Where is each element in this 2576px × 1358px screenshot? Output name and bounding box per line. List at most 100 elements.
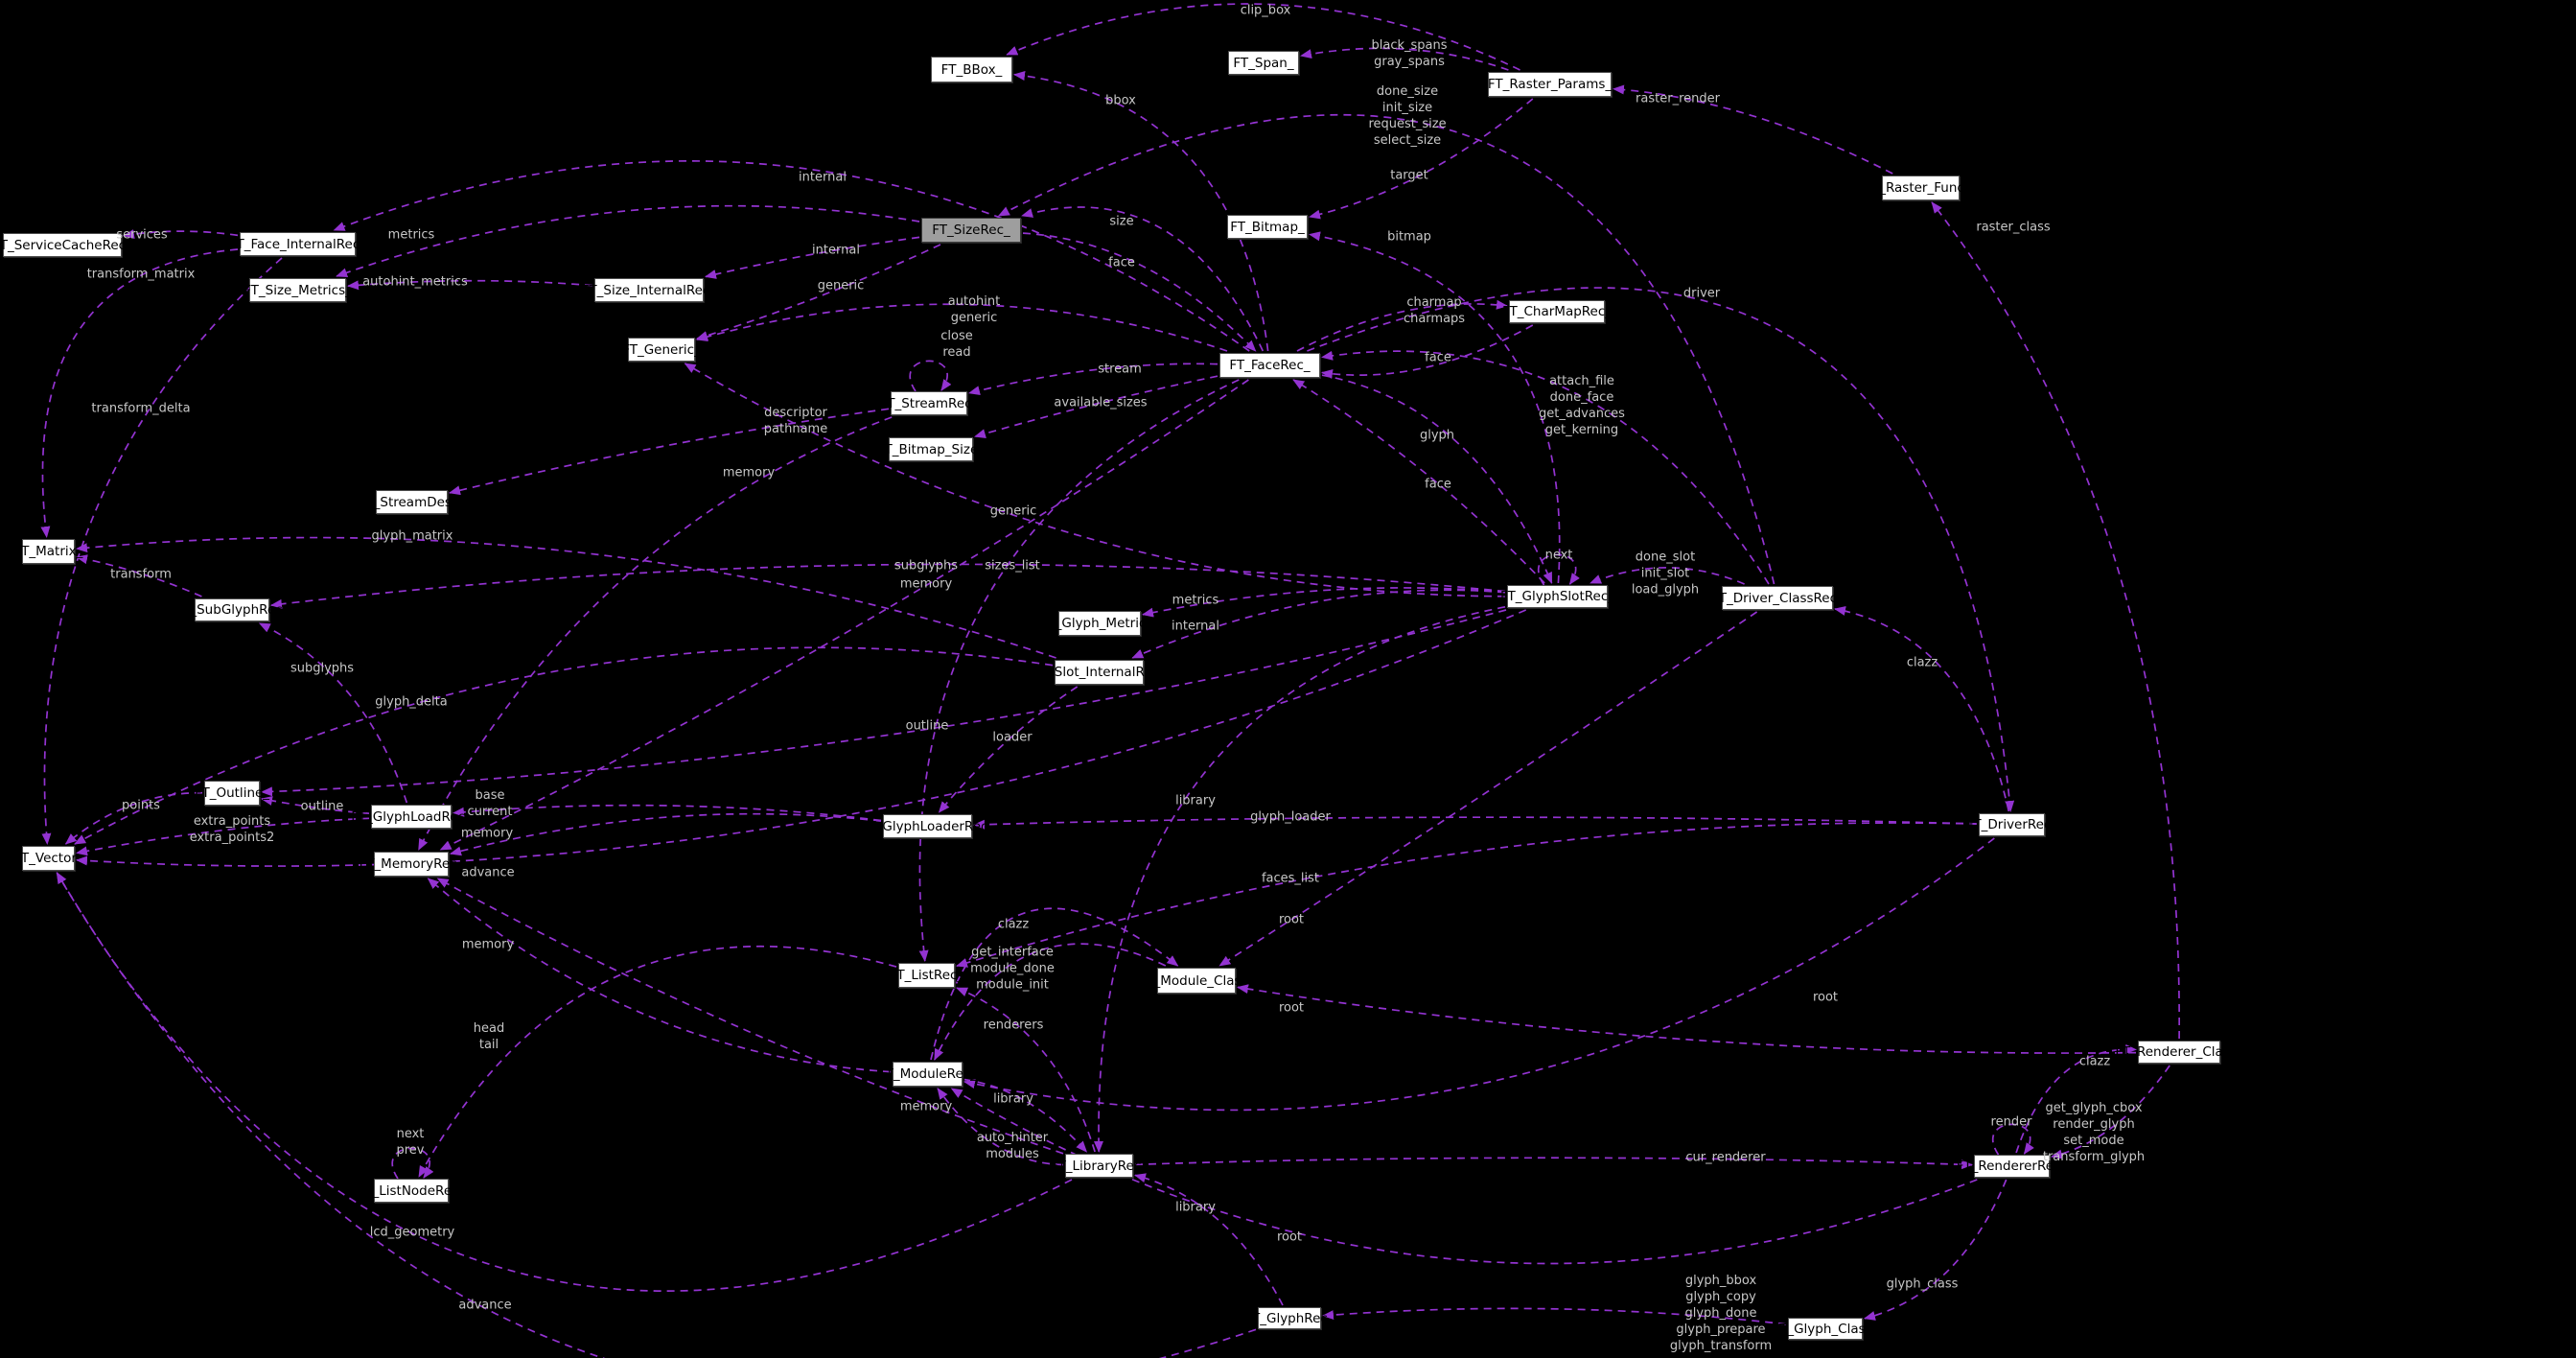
- edge-FT_GlyphSlotRec_--FT_LibraryRec_: [1093, 605, 1506, 1153]
- edge-FT_GlyphSlotRec_--FT_Bitmap_: [1309, 231, 1561, 584]
- edge-FT_Driver_ClassRec_--FT_FaceRec_: [1321, 350, 1770, 585]
- node-FT_SizeRec_[interactable]: FT_SizeRec_: [921, 218, 1021, 243]
- node-FT_Size_Metrics_[interactable]: FT_Size_Metrics_: [244, 278, 352, 302]
- node-FT_ListRec_[interactable]: FT_ListRec_: [890, 963, 963, 988]
- edge-FT_Module_Class_--FT_ModuleRec_: [934, 943, 1167, 1061]
- node-FT_CharMapRec_[interactable]: FT_CharMapRec_: [1502, 300, 1612, 323]
- node-FT_GlyphSlotRec_[interactable]: FT_GlyphSlotRec_: [1500, 585, 1614, 608]
- edge-FT_LibraryRec_--FT_ListRec_: [956, 987, 1096, 1153]
- edge-FT_ModuleRec_--FT_MemoryRec_: [427, 878, 892, 1073]
- node-FT_SubGlyphRec_[interactable]: FT_SubGlyphRec_: [175, 598, 289, 621]
- edge-FT_Driver_ClassRec_--FT_GlyphSlotRec_: [1590, 567, 1745, 585]
- edge-FT_FaceRec_--FT_BBox_: [1013, 71, 1269, 352]
- edge-FT_Slot_InternalRec_--FT_GlyphLoaderRec_: [938, 686, 1079, 813]
- edge-FT_GlyphSlotRec_--FT_Outline_: [261, 609, 1507, 797]
- edge-FT_GlyphSlotRec_--FT_Glyph_Metrics_: [1142, 587, 1506, 618]
- edge-FT_Renderer_Class_--FT_Module_Class_: [1237, 984, 2137, 1054]
- edge-FT_SubGlyphRec_--FT_Matrix_: [76, 554, 202, 597]
- node-FT_GlyphLoaderRec_[interactable]: FT_GlyphLoaderRec_: [861, 814, 994, 838]
- edge-FT_SizeRec_--FT_Size_Metrics_: [336, 204, 920, 278]
- edge-FT_SizeRec_--FT_FaceRec_: [1022, 232, 1257, 352]
- node-FT_Glyph_Metrics_[interactable]: FT_Glyph_Metrics_: [1040, 611, 1159, 636]
- node-FT_LibraryRec_[interactable]: FT_LibraryRec_: [1051, 1154, 1148, 1178]
- node-FT_Face_InternalRec_[interactable]: FT_Face_InternalRec_: [229, 232, 366, 256]
- edge-FT_FaceRec_--FT_Bitmap_Size_: [974, 375, 1218, 438]
- edge-FT_LibraryRec_--FT_ModuleRec_: [937, 1088, 1064, 1166]
- node-FT_Raster_Funcs_[interactable]: FT_Raster_Funcs_: [1864, 176, 1978, 200]
- node-FT_Bitmap_[interactable]: FT_Bitmap_: [1227, 215, 1308, 239]
- node-FT_FaceRec_[interactable]: FT_FaceRec_: [1219, 353, 1320, 378]
- node-FT_Slot_InternalRec_[interactable]: FT_Slot_InternalRec_: [1033, 660, 1166, 685]
- edge-FT_Face_InternalRec_--FT_Vector_: [41, 257, 283, 845]
- edge-FT_DriverRec_--FT_Driver_ClassRec_: [1834, 606, 2010, 812]
- edge-FT_Glyph_Class_--FT_GlyphRec_: [1322, 1307, 1787, 1325]
- node-FT_DriverRec_[interactable]: FT_DriverRec_: [1966, 813, 2057, 836]
- edge-FT_GlyphSlotRec_--FT_FaceRec_: [1292, 379, 1545, 584]
- node-FT_ListNodeRec_[interactable]: FT_ListNodeRec_: [358, 1179, 465, 1203]
- edge-FT_GlyphLoadRec_--FT_SubGlyphRec_: [258, 622, 408, 804]
- edge-FT_RendererRec_--FT_RendererRec_: [1991, 1123, 2034, 1156]
- edge-FT_DriverRec_--FT_GlyphLoaderRec_: [973, 816, 1978, 830]
- node-FT_BBox_[interactable]: FT_BBox_: [931, 57, 1012, 82]
- edge-FT_Face_InternalRec_--FT_ServiceCacheRec_: [123, 229, 239, 239]
- edge-FT_StreamRec_--FT_StreamRec_: [909, 360, 952, 392]
- edge-FT_SizeRec_--FT_Size_InternalRec_: [705, 236, 920, 279]
- edge-FT_Driver_ClassRec_--FT_SizeRec_: [997, 114, 1775, 585]
- edge-FT_FaceRec_--FT_CharMapRec_: [1296, 299, 1508, 352]
- edge-FT_DriverRec_--FT_ModuleRec_: [963, 837, 1995, 1112]
- edge-FT_CharMapRec_--FT_FaceRec_: [1321, 324, 1534, 379]
- node-FT_Driver_ClassRec_[interactable]: FT_Driver_ClassRec_: [1711, 586, 1844, 610]
- edge-FT_SizeRec_--FT_Generic_: [696, 244, 941, 340]
- edge-FT_FaceRec_--FT_DriverRec_: [1307, 287, 2015, 812]
- node-FT_Span_[interactable]: FT_Span_: [1228, 51, 1299, 75]
- node-FT_StreamDesc_[interactable]: FT_StreamDesc_: [359, 490, 465, 514]
- edge-FT_Renderer_Class_--FT_RendererRec_: [2051, 1065, 2170, 1159]
- edge-FT_RendererRec_--FT_Glyph_Class_: [1864, 1179, 2007, 1321]
- edge-FT_Slot_InternalRec_--FT_Vector_: [74, 646, 1054, 845]
- edge-FT_DriverRec_--FT_ListRec_: [956, 822, 1978, 968]
- edge-FT_FaceRec_--FT_Face_InternalRec_: [333, 160, 1250, 352]
- edge-FT_GlyphSlotRec_--FT_Vector_: [76, 609, 1527, 867]
- edge-FT_Raster_Params_--FT_Bitmap_: [1309, 98, 1534, 220]
- edge-FT_GlyphRec_--FT_LibraryRec_: [1134, 1173, 1284, 1306]
- edge-FT_ModuleRec_--FT_LibraryRec_: [963, 1078, 1088, 1153]
- edge-FT_Driver_ClassRec_--FT_Module_Class_: [1218, 611, 1758, 967]
- edge-FT_ModuleRec_--FT_Module_Class_: [930, 907, 1179, 1061]
- edge-FT_GlyphSlotRec_--FT_GlyphSlotRec_: [1537, 553, 1580, 586]
- node-FT_RendererRec_[interactable]: FT_RendererRec_: [1957, 1155, 2067, 1178]
- edge-FT_LibraryRec_--FT_RendererRec_: [1134, 1157, 1973, 1170]
- node-FT_Glyph_Class_[interactable]: FT_Glyph_Class_: [1773, 1318, 1878, 1340]
- node-FT_Generic_[interactable]: FT_Generic_: [622, 338, 701, 362]
- node-FT_Vector_[interactable]: FT_Vector_: [13, 846, 83, 871]
- node-FT_MemoryRec_[interactable]: FT_MemoryRec_: [360, 852, 463, 877]
- edge-FT_LibraryRec_--FT_MemoryRec_: [436, 878, 1064, 1155]
- node-FT_ModuleRec_[interactable]: FT_ModuleRec_: [878, 1062, 977, 1087]
- edge-FT_Renderer_Class_--FT_Raster_Funcs_: [1931, 201, 2180, 1040]
- edge-FT_FaceRec_--FT_GlyphSlotRec_: [1321, 374, 1553, 584]
- edge-FT_GlyphLoaderRec_--FT_GlyphLoadRec_: [453, 804, 882, 822]
- edge-FT_ListRec_--FT_ListNodeRec_: [418, 945, 897, 1178]
- edge-FT_Raster_Funcs_--FT_Raster_Params_: [1613, 84, 1893, 175]
- edge-FT_FaceRec_--FT_SizeRec_: [1021, 206, 1265, 352]
- node-FT_GlyphRec_[interactable]: FT_GlyphRec_: [1244, 1307, 1334, 1329]
- edge-FT_StreamRec_--FT_MemoryRec_: [417, 416, 893, 851]
- node-FT_Bitmap_Size_[interactable]: FT_Bitmap_Size_: [877, 437, 985, 461]
- node-FT_StreamRec_[interactable]: FT_StreamRec_: [880, 391, 978, 415]
- edge-FT_Face_InternalRec_--FT_Matrix_: [40, 248, 239, 538]
- node-FT_ServiceCacheRec_[interactable]: FT_ServiceCacheRec_: [0, 233, 132, 257]
- node-FT_GlyphLoadRec_[interactable]: FT_GlyphLoadRec_: [351, 805, 472, 829]
- node-FT_Renderer_Class_[interactable]: FT_Renderer_Class_: [2115, 1041, 2243, 1064]
- edge-FT_GlyphSlotRec_--FT_Generic_: [684, 363, 1506, 597]
- edge-FT_GlyphLoadRec_--FT_Outline_: [261, 796, 370, 815]
- node-FT_Module_Class_[interactable]: FT_Module_Class_: [1139, 968, 1254, 994]
- edge-FT_GlyphLoaderRec_--FT_MemoryRec_: [450, 812, 882, 856]
- node-FT_Raster_Params_[interactable]: FT_Raster_Params_: [1488, 72, 1612, 97]
- node-FT_Outline_[interactable]: FT_Outline_: [195, 781, 269, 806]
- node-FT_Size_InternalRec_[interactable]: FT_Size_InternalRec_: [582, 278, 716, 302]
- edge-FT_RendererRec_--FT_Renderer_Class_: [2015, 1043, 2137, 1154]
- edge-FT_GlyphSlotRec_--FT_SubGlyphRec_: [270, 563, 1506, 609]
- node-FT_Matrix_[interactable]: FT_Matrix_: [14, 539, 82, 564]
- edge-FT_GlyphSlotRec_--FT_Slot_InternalRec_: [1131, 589, 1506, 659]
